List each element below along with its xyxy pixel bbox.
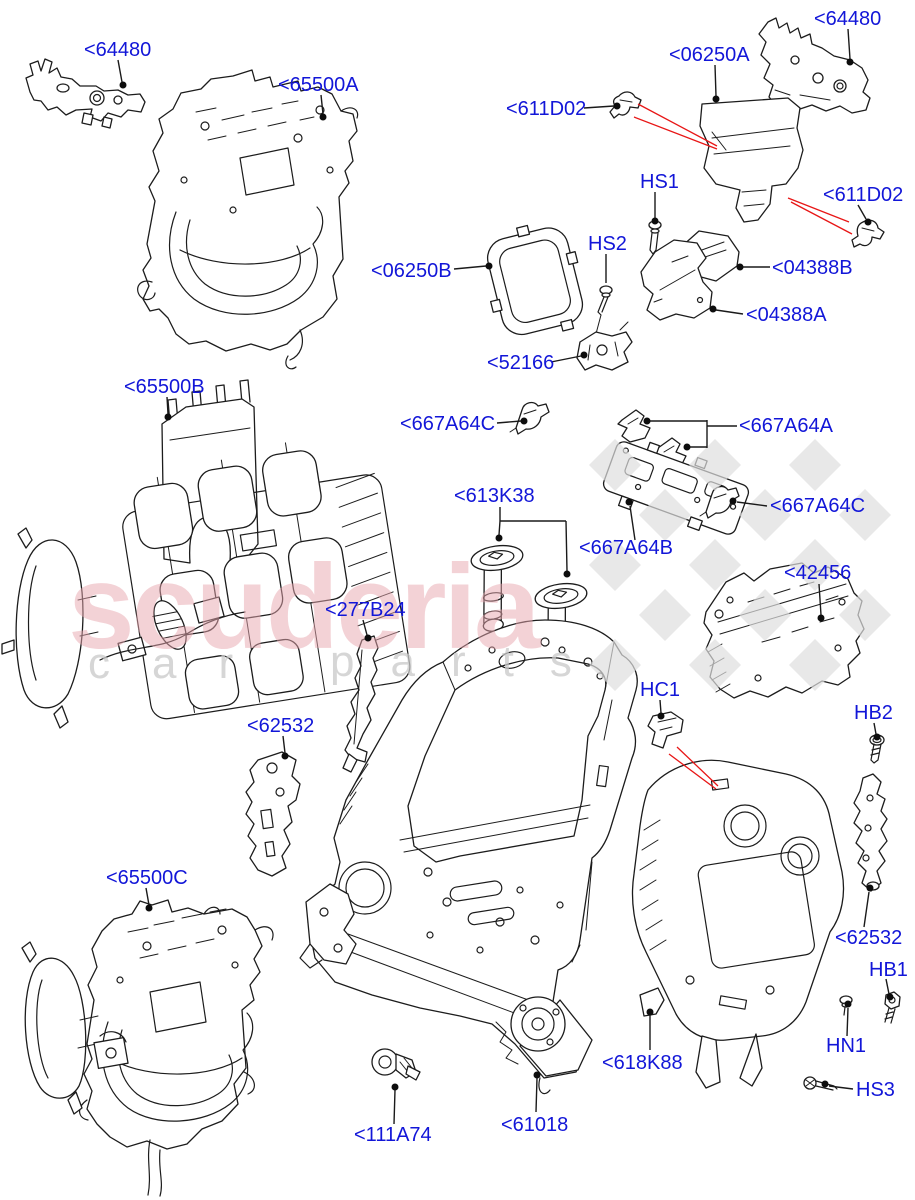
part-HB2-bolt-drawing [869, 734, 885, 764]
part-label-06250A[interactable]: <06250A [669, 44, 750, 66]
part-label-HB2[interactable]: HB2 [854, 702, 893, 724]
part-611D02-right-drawing [851, 219, 885, 248]
part-611D02-left-drawing [609, 91, 642, 119]
part-HS3-bolt-drawing [803, 1076, 838, 1091]
part-61018-frame-drawing [299, 619, 638, 1095]
part-label-HB1[interactable]: HB1 [869, 959, 908, 981]
part-52166-drawing [576, 321, 633, 371]
part-label-62532-left[interactable]: <62532 [247, 715, 314, 737]
part-277B24-drawing [342, 635, 379, 773]
part-label-667A64C-b[interactable]: <667A64C [770, 495, 865, 517]
leader-lines [117, 28, 894, 1125]
part-label-HS2[interactable]: HS2 [588, 233, 627, 255]
part-label-611D02-left[interactable]: <611D02 [506, 98, 586, 120]
watermark-car-text: car [88, 639, 275, 688]
part-label-667A64C-a[interactable]: <667A64C [400, 413, 495, 435]
part-label-HS3[interactable]: HS3 [856, 1079, 895, 1101]
part-label-HC1[interactable]: HC1 [640, 679, 680, 701]
part-label-04388B[interactable]: <04388B [772, 257, 853, 279]
part-06250B-drawing [486, 224, 584, 336]
watermark-parts-text: parts [330, 637, 608, 686]
part-65500A-drawing [137, 69, 359, 370]
part-label-64480-left[interactable]: <64480 [84, 39, 151, 61]
part-label-618K88[interactable]: <618K88 [602, 1052, 683, 1074]
watermark: scuderia car parts [68, 439, 891, 691]
part-label-613K38[interactable]: <613K38 [454, 485, 535, 507]
watermark-brand-text: scuderia [68, 540, 542, 674]
part-06250A-drawing [699, 97, 804, 223]
part-65500C-drawing [21, 899, 274, 1197]
part-labels: <64480 <65500A <06250A <64480 <611D02 HS… [84, 8, 908, 1146]
part-04388A-drawing [640, 239, 713, 321]
part-label-277B24[interactable]: <277B24 [325, 599, 406, 621]
part-label-667A64B[interactable]: <667A64B [579, 537, 673, 559]
part-label-111A74[interactable]: <111A74 [354, 1124, 432, 1146]
part-label-65500B[interactable]: <65500B [124, 376, 205, 398]
part-label-HS1[interactable]: HS1 [640, 171, 679, 193]
part-64480-right-drawing [758, 17, 871, 114]
part-back-shell-drawing [631, 759, 845, 1089]
part-label-65500A[interactable]: <65500A [278, 74, 359, 96]
part-label-04388A[interactable]: <04388A [746, 304, 827, 326]
part-62532-left-drawing [245, 751, 301, 877]
part-667A64C-a-drawing [509, 401, 550, 435]
part-label-HN1[interactable]: HN1 [826, 1035, 866, 1057]
red-callout-lines [633, 103, 853, 790]
part-label-06250B[interactable]: <06250B [371, 260, 452, 282]
leader-dots [119, 58, 894, 1091]
part-label-61018[interactable]: <61018 [501, 1114, 568, 1136]
part-label-62532-right[interactable]: <62532 [835, 927, 902, 949]
part-64480-left-drawing [25, 58, 146, 129]
part-label-42456[interactable]: <42456 [784, 562, 851, 584]
parts-line-art [1, 17, 901, 1197]
part-label-64480-right[interactable]: <64480 [814, 8, 881, 30]
part-HC1-drawing [647, 711, 684, 749]
watermark-checker-flag [589, 439, 891, 691]
part-65500B-drawing [1, 379, 411, 729]
part-label-611D02-right[interactable]: <611D02 [823, 184, 903, 206]
part-label-65500C[interactable]: <65500C [106, 867, 188, 889]
part-label-52166[interactable]: <52166 [487, 352, 554, 374]
part-111A74-drawing [371, 1048, 421, 1081]
part-62532-right-drawing [853, 773, 888, 892]
part-label-667A64A[interactable]: <667A64A [739, 415, 834, 437]
